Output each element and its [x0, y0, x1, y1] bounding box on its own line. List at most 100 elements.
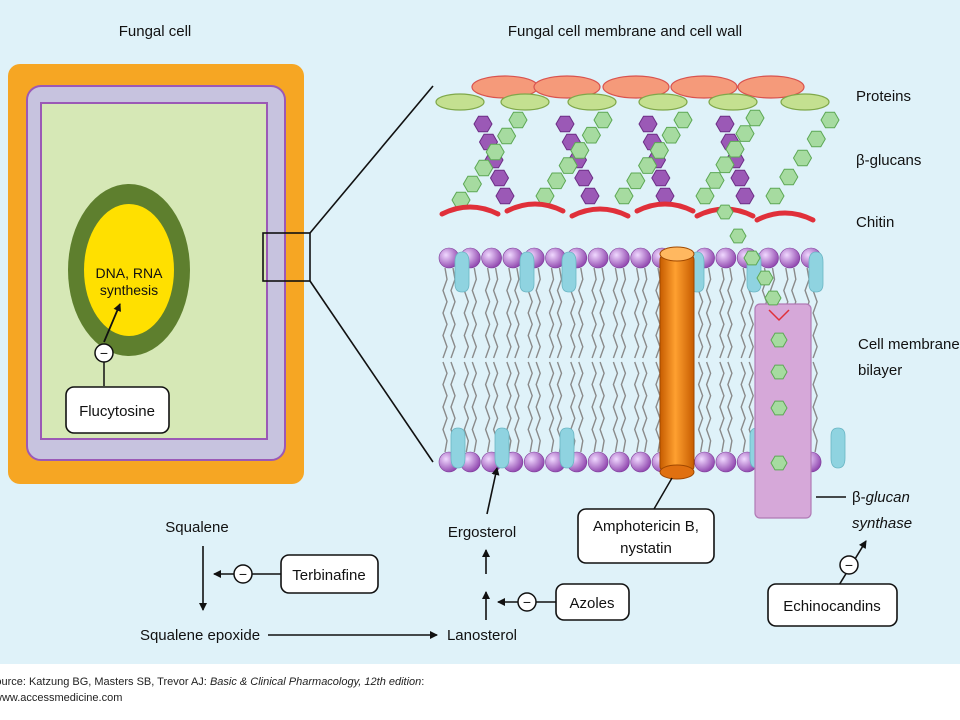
cell-membrane-label-1: Cell membrane [858, 336, 960, 353]
lipid-tail [514, 361, 520, 453]
lipid-tail [641, 267, 648, 359]
glucan-unit [638, 115, 658, 133]
source-url: www.accessmedicine.com [0, 692, 123, 704]
ergosterol-bottom [494, 427, 510, 469]
lipid-tail [527, 361, 533, 453]
lipid-tail [612, 361, 619, 453]
beta-glucans-label: β-glucans [856, 152, 921, 169]
glucan-unit [779, 168, 799, 186]
ergosterol-top [454, 251, 470, 293]
terbinafine-box [280, 554, 379, 594]
synthase-glucan-unit [716, 204, 734, 220]
glucan-unit [765, 187, 785, 205]
glucan-unit [651, 169, 671, 187]
azoles-minus: − [523, 594, 531, 610]
lipid-tail [705, 361, 712, 453]
protein-red [533, 75, 601, 99]
lipid-tail [641, 361, 648, 453]
phospholipid-head [481, 247, 502, 269]
lipid-tail [506, 361, 512, 453]
ergosterol-molecules [450, 251, 846, 469]
phospholipid-head [715, 247, 737, 269]
phospholipid-head [609, 247, 630, 269]
glucan-unit [655, 187, 675, 205]
amphotericin-label-1: Amphotericin B, [593, 518, 699, 535]
ergosterol-bottom [830, 427, 846, 469]
glucan-unit [806, 130, 826, 148]
squalene-label: Squalene [165, 519, 228, 536]
lipid-tail [506, 267, 512, 359]
squalene-epoxide-label: Squalene epoxide [140, 627, 260, 644]
synthase-glucan-unit [764, 290, 782, 306]
glucan-unit [695, 187, 715, 205]
lipid-tail [697, 361, 704, 453]
glucan-unit [574, 169, 594, 187]
lipid-tail [727, 267, 733, 359]
flucytosine-box [65, 386, 170, 434]
synthase-label-line-1: β-glucan [852, 489, 910, 506]
glucan-unit [715, 156, 735, 174]
glucan-unit [495, 187, 515, 205]
lipid-tail [620, 361, 627, 453]
ergosterol-label: Ergosterol [448, 524, 516, 541]
azoles-inhibit-symbol: − [517, 592, 537, 612]
lipid-tail [612, 267, 619, 359]
terbinafine-label: Terbinafine [292, 567, 365, 584]
proteins-label: Proteins [856, 88, 911, 105]
chitin-fiber [504, 201, 566, 214]
fungal-cell-title: Fungal cell [119, 23, 192, 40]
glucan-unit [638, 157, 658, 174]
ergosterol-top [561, 251, 577, 293]
echinocandins-box [767, 583, 898, 627]
protein-red [670, 75, 738, 99]
azoles-box [555, 583, 630, 621]
lipid-tail [535, 361, 541, 453]
glucan-unit [649, 142, 669, 159]
terbinafine-inhibit-symbol: − [233, 564, 253, 584]
phospholipid-head [630, 247, 652, 269]
beta-glucan-chains [451, 109, 840, 209]
synthase-label-prefix: β- [852, 489, 866, 506]
chitin-fiber [569, 206, 631, 219]
lipid-tail [471, 361, 478, 453]
membrane-wall-title: Fungal cell membrane and cell wall [508, 23, 742, 40]
phospholipid-head [587, 247, 609, 269]
dna-rna-synthesis-label-2: synthesis [100, 282, 158, 298]
phospholipid-head [630, 451, 652, 473]
lipid-tail [705, 267, 712, 359]
glucan-unit [497, 127, 517, 145]
zoom-line-top [309, 85, 434, 234]
zoom-region-box [262, 232, 311, 282]
lipid-tail [591, 361, 597, 453]
lipid-tail [450, 267, 456, 359]
glucan-unit [735, 187, 755, 205]
protein-green [638, 93, 688, 111]
glucan-unit [581, 126, 601, 144]
source-prefix: Source: Katzung BG, Masters SB, Trevor A… [0, 676, 210, 688]
protein-green [435, 93, 485, 111]
zoom-line-bottom [309, 280, 434, 463]
glucan-unit [626, 172, 646, 190]
nucleus-core [84, 204, 174, 336]
flucytosine-arrow [103, 303, 121, 343]
lipid-tail [812, 361, 818, 453]
phospholipid-head [609, 451, 630, 473]
glucan-unit [725, 140, 745, 158]
ergosterol-top [808, 251, 824, 293]
lipid-tail [620, 267, 627, 359]
phospholipid-head [715, 451, 737, 473]
glucan-unit [792, 149, 813, 167]
lipid-tail [578, 361, 584, 453]
source-citation: Source: Katzung BG, Masters SB, Trevor A… [0, 676, 424, 688]
lipid-tail [655, 267, 661, 359]
chitin-fiber [439, 204, 501, 217]
protein-red [737, 75, 805, 99]
protein-green [780, 93, 830, 111]
lipid-tail [442, 267, 448, 359]
flucytosine-minus: − [100, 345, 108, 361]
glucan-unit [614, 187, 634, 205]
synthase-notch [768, 309, 790, 322]
glucan-unit [555, 115, 575, 133]
lipid-tail [719, 267, 725, 359]
glucan-unit [593, 111, 613, 129]
